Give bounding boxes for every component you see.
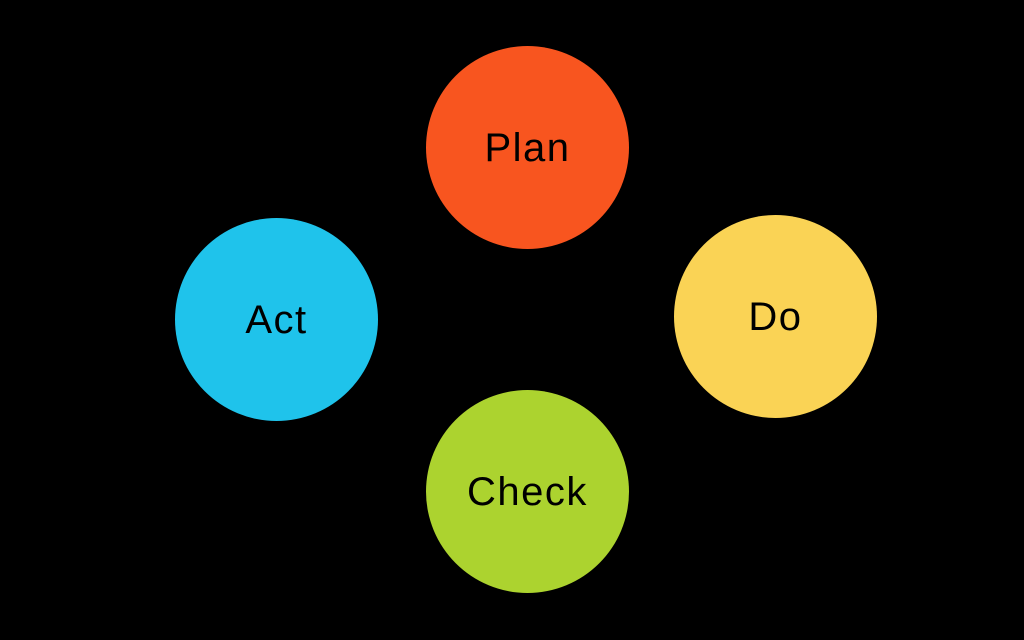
node-act: Act — [175, 218, 378, 421]
node-plan: Plan — [426, 46, 629, 249]
node-do: Do — [674, 215, 877, 418]
node-check: Check — [426, 390, 629, 593]
node-plan-label: Plan — [484, 125, 571, 170]
node-check-label: Check — [467, 469, 588, 514]
node-do-label: Do — [748, 294, 803, 339]
node-act-label: Act — [245, 297, 308, 342]
